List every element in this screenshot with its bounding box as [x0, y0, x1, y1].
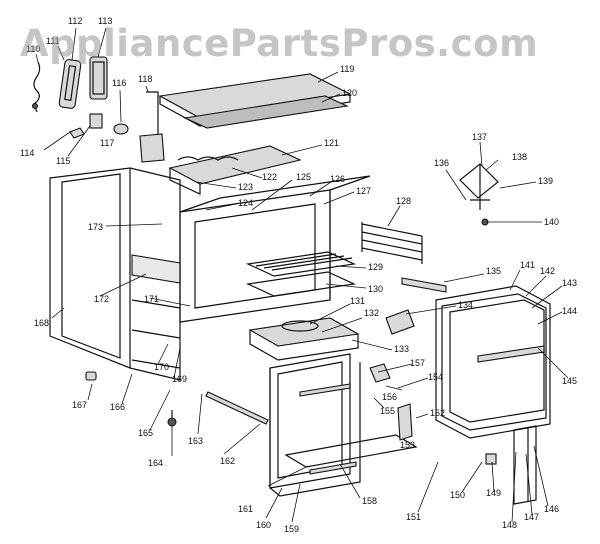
callout-141: 141: [520, 260, 535, 270]
callout-155: 155: [380, 406, 395, 416]
callout-150: 150: [450, 490, 465, 500]
rack-support-part[interactable]: [361, 222, 423, 264]
callout-157: 157: [410, 358, 425, 368]
callout-167: 167: [72, 400, 87, 410]
callout-151: 151: [406, 512, 421, 522]
top-panel-part[interactable]: [158, 73, 352, 129]
door-frame-part[interactable]: [513, 425, 537, 505]
callout-123: 123: [238, 182, 253, 192]
oven-rack-part[interactable]: [245, 251, 357, 297]
callout-125: 125: [296, 172, 311, 182]
callout-labels: 110 111 112 113 114 115 116 117 118 119 …: [20, 16, 577, 534]
callout-118: 118: [138, 74, 152, 84]
callout-133: 133: [394, 344, 409, 354]
callout-115: 115: [56, 156, 70, 166]
callout-160: 160: [256, 520, 271, 530]
callout-161: 161: [238, 504, 253, 514]
callout-139: 139: [538, 176, 553, 186]
callout-166: 166: [110, 402, 125, 412]
rod-part[interactable]: [205, 391, 269, 425]
callout-132: 132: [364, 308, 379, 318]
callout-163: 163: [188, 436, 203, 446]
callout-119: 119: [340, 64, 354, 74]
callout-173: 173: [88, 222, 103, 232]
callout-162: 162: [220, 456, 235, 466]
callout-145: 145: [562, 376, 577, 386]
callout-154: 154: [428, 372, 443, 382]
callout-153: 153: [400, 440, 415, 450]
callout-165: 165: [138, 428, 153, 438]
callout-170: 170: [154, 362, 169, 372]
callout-164: 164: [148, 458, 163, 468]
cabinet-body-part[interactable]: [49, 167, 181, 381]
callout-129: 129: [368, 262, 383, 272]
callout-136: 136: [434, 158, 449, 168]
callout-130: 130: [368, 284, 383, 294]
callout-137: 137: [472, 132, 487, 142]
callout-146: 146: [544, 504, 559, 514]
callout-168: 168: [34, 318, 49, 328]
callout-120: 120: [342, 88, 357, 98]
burner-grate-part[interactable]: [168, 145, 302, 195]
watermark: AppliancePartsPros.com: [20, 22, 539, 65]
leveling-leg-part[interactable]: [167, 410, 177, 427]
callout-159: 159: [284, 524, 299, 534]
callout-127: 127: [356, 186, 371, 196]
callout-110: 110: [26, 44, 40, 54]
broiler-pan-part[interactable]: [248, 317, 360, 361]
outer-door-part[interactable]: [435, 285, 551, 439]
callout-121: 121: [324, 138, 339, 148]
callout-144: 144: [562, 306, 577, 316]
control-box-part[interactable]: [139, 91, 165, 163]
callout-134: 134: [458, 300, 473, 310]
bracket-part[interactable]: [397, 403, 413, 441]
leader-lines: [35, 27, 569, 523]
callout-138: 138: [512, 152, 527, 162]
hinge-lower-part[interactable]: [485, 453, 497, 465]
igniter-module-part[interactable]: [58, 59, 82, 109]
callout-143: 143: [562, 278, 577, 288]
callout-113: 113: [98, 16, 112, 26]
drawer-part[interactable]: [284, 434, 418, 475]
callout-171: 171: [144, 294, 159, 304]
callout-126: 126: [330, 174, 345, 184]
switch-part[interactable]: [89, 113, 103, 129]
spark-module-part[interactable]: [89, 56, 108, 100]
callout-140: 140: [544, 217, 559, 227]
callout-152: 152: [430, 408, 445, 418]
clip-part[interactable]: [85, 371, 97, 381]
oven-liner-part[interactable]: [179, 175, 371, 323]
callout-111: 111: [46, 36, 60, 46]
callout-124: 124: [238, 198, 253, 208]
callout-142: 142: [540, 266, 555, 276]
hinge-part[interactable]: [385, 277, 447, 335]
callout-131: 131: [350, 296, 365, 306]
callout-147: 147: [524, 512, 539, 522]
callout-114: 114: [20, 148, 34, 158]
callout-172: 172: [94, 294, 109, 304]
burner-assembly-part[interactable]: [459, 163, 499, 226]
callout-116: 116: [112, 78, 126, 88]
callout-169: 169: [172, 374, 187, 384]
callout-148: 148: [502, 520, 517, 530]
callout-135: 135: [486, 266, 501, 276]
thermostat-part[interactable]: [113, 123, 129, 135]
callout-112: 112: [68, 16, 82, 26]
callout-117: 117: [100, 138, 114, 148]
callout-149: 149: [486, 488, 501, 498]
callout-156: 156: [382, 392, 397, 402]
callout-122: 122: [262, 172, 277, 182]
wire-harness-part[interactable]: [32, 61, 41, 113]
callout-128: 128: [396, 196, 411, 206]
latch-part[interactable]: [369, 363, 391, 383]
callout-158: 158: [362, 496, 377, 506]
